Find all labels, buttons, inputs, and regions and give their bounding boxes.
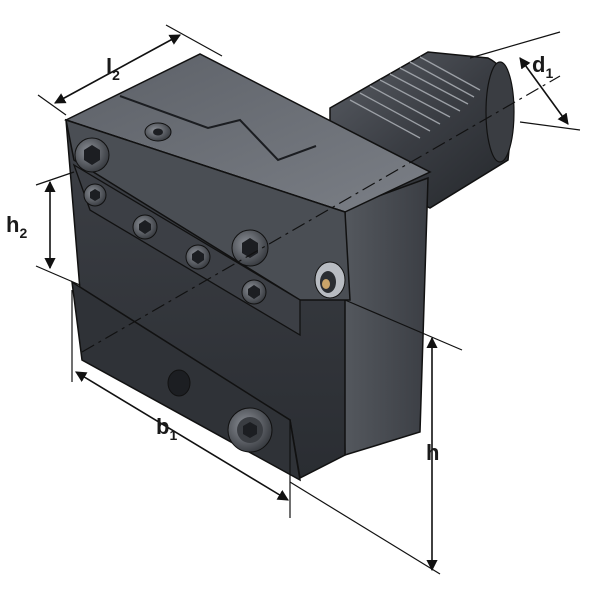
h2-sub: 2 xyxy=(19,225,27,241)
screw-small-3-icon xyxy=(185,244,211,270)
screw-large-left-icon xyxy=(74,137,110,173)
svg-text:l2: l2 xyxy=(106,54,120,83)
screw-small-1-icon xyxy=(83,183,107,207)
b1-sub: 1 xyxy=(169,427,177,443)
coolant-nozzle-icon xyxy=(314,261,346,299)
dimension-h2: h2 xyxy=(6,171,81,286)
l2-sub: 2 xyxy=(112,67,120,83)
shank-serrations xyxy=(349,56,481,139)
screw-top-icon xyxy=(144,122,172,142)
h-letter: h xyxy=(426,440,439,465)
d1-letter: d xyxy=(532,52,545,77)
d1-sub: 1 xyxy=(545,65,553,81)
clamp-plate xyxy=(65,118,351,301)
pin-hole-icon xyxy=(167,369,191,397)
svg-text:h2: h2 xyxy=(6,212,27,241)
screw-small-4-icon xyxy=(241,279,267,305)
h2-letter: h xyxy=(6,212,19,237)
dimension-d1: d1 xyxy=(469,31,581,131)
dimension-l2: l2 xyxy=(37,24,223,116)
screw-base-icon xyxy=(227,407,273,453)
b1-letter: b xyxy=(156,414,169,439)
l2-letter: l xyxy=(106,54,112,79)
screw-small-2-icon xyxy=(132,214,158,240)
svg-text:b1: b1 xyxy=(156,414,177,443)
dimension-b1: b1 xyxy=(71,290,291,518)
svg-text:h: h xyxy=(426,440,439,465)
top-step xyxy=(119,95,317,162)
svg-text:d1: d1 xyxy=(532,52,553,81)
dimension-h: h xyxy=(289,299,463,575)
center-axis-line xyxy=(81,75,561,353)
